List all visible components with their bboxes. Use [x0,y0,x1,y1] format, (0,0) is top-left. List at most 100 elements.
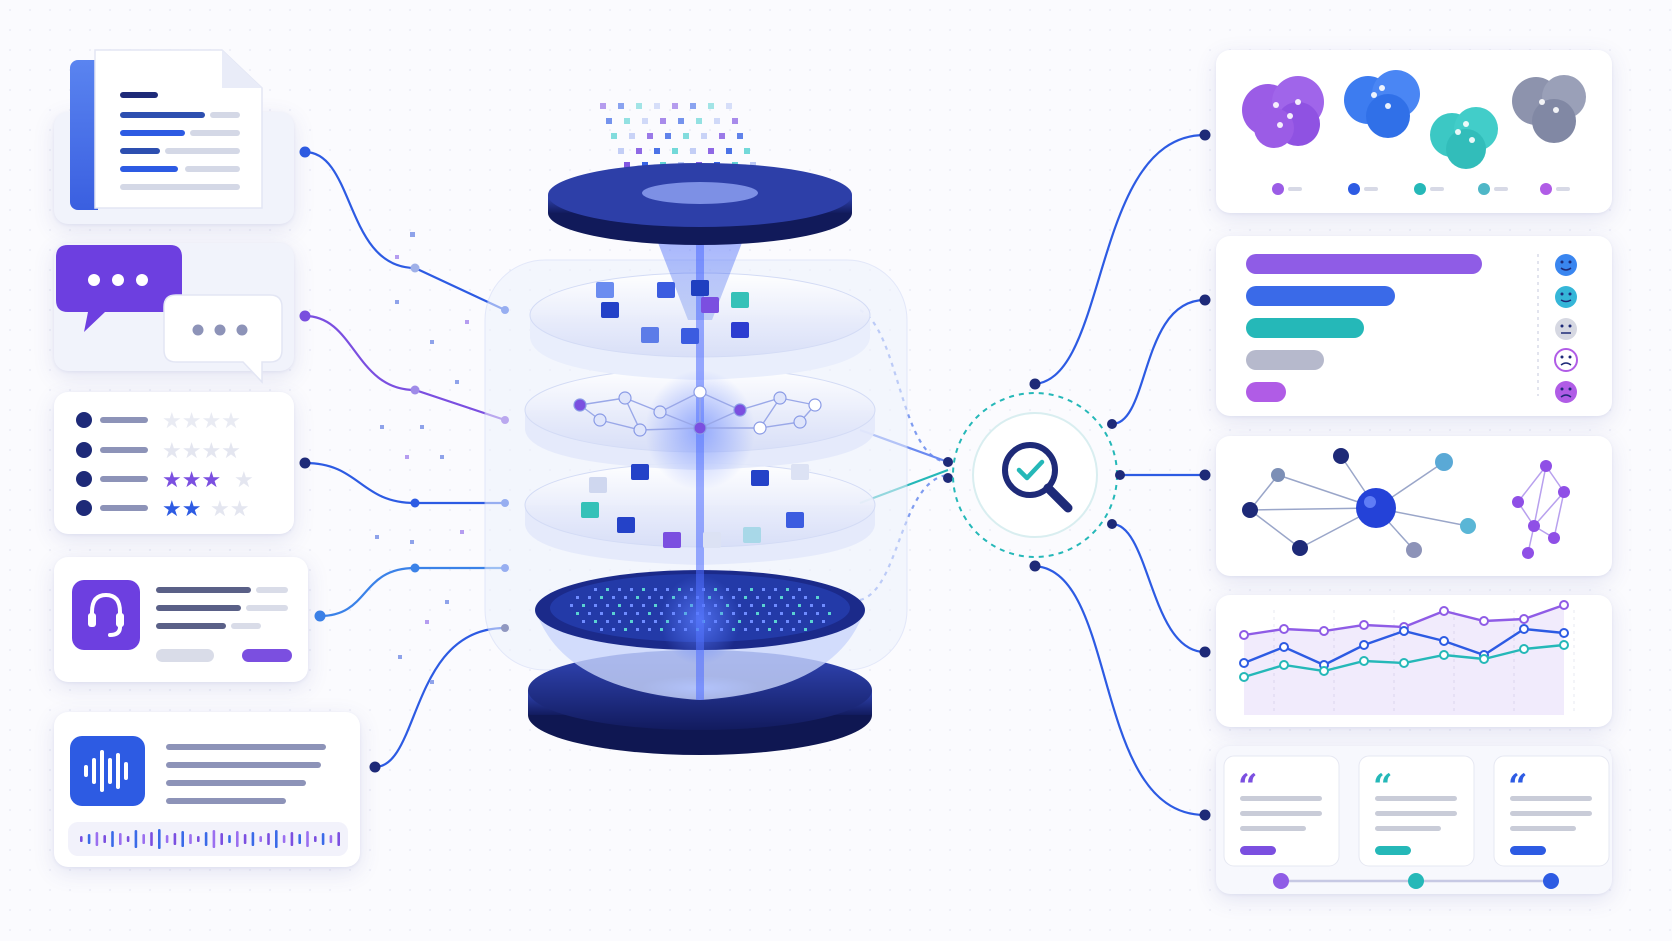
sentiment-bar [1246,286,1395,306]
grid-dot [744,612,747,615]
waveform-bar [134,830,138,848]
grid-dot [624,596,627,599]
grid-dot [768,628,771,631]
grid-dot [582,620,585,623]
network-node [573,398,587,412]
grid-dot [744,628,747,631]
sentiment-bars-icon [1246,254,1578,403]
data-particle [636,148,642,154]
network-node [808,398,822,412]
data-particle [726,103,732,109]
network-node [633,423,647,437]
data-cube [731,322,749,338]
audio-waveform-icon [84,750,128,792]
network-edge [639,427,701,431]
waveform-bar [243,834,247,844]
grid-dot [804,596,807,599]
audio-waveform-strip [80,829,340,849]
data-cube [581,502,599,518]
grid-dot [624,612,627,615]
grid-dot [828,612,831,615]
grid-dot [648,596,651,599]
grid-dot [654,620,657,623]
trend-point [1479,654,1489,664]
headset-icon [88,592,124,637]
network-node [693,385,707,399]
svg-text:★★★★: ★★★★ [162,439,241,464]
grid-dot [576,596,579,599]
grid-dot [762,620,765,623]
grid-dot [762,588,765,591]
grid-dot [756,596,759,599]
data-cube [701,297,719,313]
network-edge [599,419,641,431]
grid-dot [822,604,825,607]
grid-dot [792,612,795,615]
network-node [773,391,787,405]
data-particle [744,148,750,154]
network-edge [659,411,701,429]
data-particle [672,103,678,109]
data-particle [642,118,648,124]
grid-dot [666,588,669,591]
trend-point [1439,636,1449,646]
grid-dot [606,604,609,607]
grid-dot [762,604,765,607]
waveform-bar [282,835,286,843]
data-particle [683,133,689,139]
data-particle [696,118,702,124]
grid-dot [816,612,819,615]
waveform-bar [306,831,309,847]
waveform-bar [251,832,255,846]
waveform-bar [228,835,231,843]
svg-text:★: ★ [234,468,254,493]
waveform-bar [329,835,333,843]
trend-point [1319,666,1329,676]
network-node [593,413,607,427]
grid-dot [804,628,807,631]
network-node [793,415,807,429]
output-quotes-panel: “ “ “ [1216,746,1612,894]
data-particle [660,118,666,124]
waveform-bar [275,830,278,848]
data-cube [791,464,809,480]
grid-dot [606,588,609,591]
waveform-bar [220,833,223,845]
trend-point [1399,626,1409,636]
waveform-bar [173,833,177,845]
waveform-bar [150,832,153,846]
output-sentiment-card [1216,236,1612,416]
document-blue-spine [70,60,98,210]
trend-point [1359,620,1369,630]
trend-point [1359,656,1369,666]
waveform-bar [212,830,216,848]
grid-dot [768,612,771,615]
grid-dot [780,596,783,599]
grid-dot [822,620,825,623]
data-particle [714,118,720,124]
data-cube [731,292,749,308]
waveform-bar [103,835,106,843]
grid-dot [582,604,585,607]
data-particle [611,133,617,139]
grid-dot [642,604,645,607]
sentiment-faces [1554,254,1578,403]
grid-dot [636,628,639,631]
network-edge [579,397,626,406]
neural-network-layer [573,385,822,437]
grid-dot [576,612,579,615]
grid-dot [786,588,789,591]
waveform-bar [181,831,184,847]
grid-dot [624,628,627,631]
grid-dot [792,628,795,631]
data-cubes [581,280,809,548]
grid-dot [630,588,633,591]
waveform-bar [111,831,114,847]
grid-dot [618,620,621,623]
grid-dot [588,612,591,615]
grid-dot [642,588,645,591]
star-rating-icon: ★★★★ ★★★★ ★★★★ ★★★★ [76,409,254,522]
sentiment-bar [1246,318,1364,338]
